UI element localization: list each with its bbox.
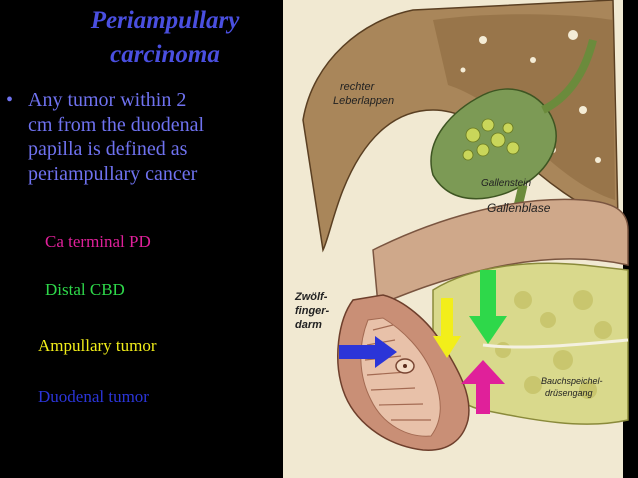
arrow-ampullary-yellow [433, 298, 461, 358]
fig-label-gallenstein: Gallenstein [481, 178, 531, 189]
pancreas-lobules [495, 290, 612, 399]
anatomy-illustration: rechter Leberlappen Gallenstein Gallenbl… [283, 0, 638, 478]
anatomy-svg: rechter Leberlappen Gallenstein Gallenbl… [283, 0, 638, 478]
fig-label-druesengang: drüsengang [545, 388, 593, 398]
bullet-line: papilla is defined as [28, 138, 188, 160]
arrow-cbd-green [469, 270, 507, 344]
bullet-line: periampullary cancer [28, 162, 198, 185]
fig-label-leberlappen: Leberlappen [333, 95, 394, 107]
hepatic-duct [541, 39, 597, 114]
title-line-2: carcinoma [110, 41, 220, 68]
fig-label-finger: finger- [295, 305, 330, 317]
arrow-pd-magenta [461, 360, 505, 414]
bullet-marker: • [6, 89, 14, 111]
duodenum-upper [372, 198, 629, 307]
label-duodenal-tumor: Duodenal tumor [38, 387, 149, 406]
bullet-line: Any tumor within 2 [28, 89, 187, 111]
fig-label-bauch: Bauchspeichel- [541, 376, 603, 386]
slide-title: Periampullary carcinoma [40, 4, 290, 72]
fig-label-rechter: rechter [340, 81, 376, 93]
arrow-duodenal-blue [339, 336, 397, 368]
label-distal-cbd: Distal CBD [45, 280, 125, 299]
fig-label-gallenblase: Gallenblase [487, 201, 551, 215]
gallstones [462, 118, 520, 161]
fig-label-zwolf: Zwölf- [294, 291, 328, 303]
bullet-line: cm from the duodenal [28, 113, 205, 136]
pancreatic-duct [482, 338, 629, 349]
bullet-text: Any tumor within 2 cm from the duodenal … [28, 88, 268, 186]
label-ampullary-tumor: Ampullary tumor [38, 336, 157, 355]
papilla-orifice [403, 364, 407, 368]
title-line-1: Periampullary [90, 7, 240, 34]
label-ca-terminal-pd: Ca terminal PD [45, 232, 151, 251]
fig-label-darm: darm [295, 319, 322, 331]
